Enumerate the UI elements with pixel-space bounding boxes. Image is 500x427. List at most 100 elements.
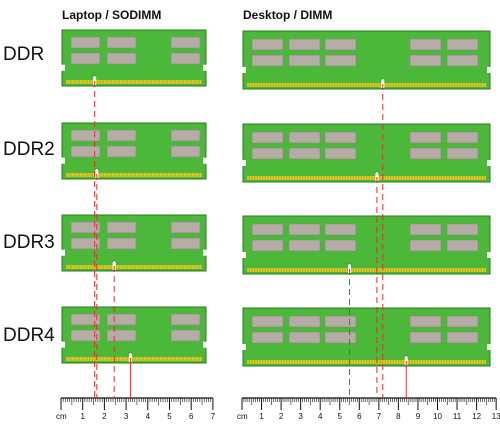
desktop-chip-ddr3-0-1 bbox=[251, 239, 284, 252]
desktop-contact-pins-ddr2 bbox=[247, 176, 486, 180]
desktop-ruler-tick-label-7: 7 bbox=[377, 412, 382, 421]
desktop-chip-ddr4-4-0 bbox=[446, 315, 479, 328]
row-label-ddr2: DDR2 bbox=[3, 139, 55, 160]
desktop-side-notch-right-ddr4 bbox=[487, 343, 491, 350]
desktop-ruler-tick-label-5: 5 bbox=[338, 412, 343, 421]
desktop-module-ddr3 bbox=[242, 215, 491, 275]
laptop-side-notch-right-ddr3 bbox=[203, 249, 207, 256]
laptop-module-ddr2 bbox=[61, 122, 207, 180]
laptop-ruler-tick-label-5: 5 bbox=[167, 412, 172, 421]
laptop-module-ddr bbox=[61, 29, 207, 87]
desktop-chip-ddr-3-1 bbox=[409, 54, 442, 67]
desktop-chip-ddr4-3-0 bbox=[409, 315, 442, 328]
desktop-chip-ddr2-1-0 bbox=[288, 131, 321, 144]
row-label-ddr4: DDR4 bbox=[3, 325, 55, 346]
desktop-chip-ddr3-3-1 bbox=[409, 239, 442, 252]
desktop-chip-ddr-0-1 bbox=[251, 54, 284, 67]
laptop-header: Laptop / SODIMM bbox=[62, 8, 161, 22]
laptop-chip-ddr4-2-1 bbox=[170, 329, 201, 342]
desktop-ruler-tick-label-8: 8 bbox=[396, 412, 401, 421]
laptop-chip-ddr4-1-0 bbox=[106, 313, 137, 326]
desktop-chip-ddr2-2-1 bbox=[324, 147, 357, 160]
row-label-ddr: DDR bbox=[3, 44, 44, 65]
laptop-side-notch-right-ddr bbox=[203, 64, 207, 71]
laptop-side-notch-left-ddr2 bbox=[61, 157, 65, 164]
laptop-ruler-tick-label-2: 2 bbox=[102, 412, 107, 421]
desktop-chip-ddr-4-1 bbox=[446, 54, 479, 67]
laptop-ruler-tick-label-1: 1 bbox=[80, 412, 85, 421]
desktop-module-ddr4 bbox=[242, 307, 491, 367]
desktop-chip-ddr2-0-1 bbox=[251, 147, 284, 160]
laptop-chip-ddr3-2-1 bbox=[170, 237, 201, 250]
desktop-ruler-tick-label-4: 4 bbox=[318, 412, 323, 421]
modules-layer bbox=[61, 29, 491, 367]
desktop-chip-ddr4-4-1 bbox=[446, 331, 479, 344]
laptop-ruler-unit: cm bbox=[56, 412, 67, 421]
laptop-ruler: 1 2 3 4 5 6 7 bbox=[60, 397, 216, 421]
desktop-ruler-tick-label-6: 6 bbox=[357, 412, 362, 421]
laptop-chip-ddr-0-0 bbox=[70, 36, 101, 49]
laptop-chip-ddr-1-1 bbox=[106, 52, 137, 65]
desktop-chip-ddr2-1-1 bbox=[288, 147, 321, 160]
laptop-ruler-tick-label-7: 7 bbox=[211, 412, 216, 421]
desktop-contact-pins-ddr4 bbox=[247, 360, 486, 364]
laptop-chip-ddr2-0-1 bbox=[70, 145, 101, 158]
laptop-chip-ddr3-2-0 bbox=[170, 221, 201, 234]
laptop-module-ddr3 bbox=[61, 214, 207, 272]
desktop-chip-ddr-4-0 bbox=[446, 38, 479, 51]
desktop-chip-ddr-1-1 bbox=[288, 54, 321, 67]
desktop-chip-ddr2-4-0 bbox=[446, 131, 479, 144]
desktop-chip-ddr3-2-0 bbox=[324, 223, 357, 236]
desktop-ruler-tick-label-11: 11 bbox=[453, 412, 462, 421]
desktop-ruler-tick-label-13: 13 bbox=[492, 412, 500, 421]
desktop-chip-ddr4-2-1 bbox=[324, 331, 357, 344]
row-label-ddr3: DDR3 bbox=[3, 232, 55, 253]
desktop-chip-ddr4-0-0 bbox=[251, 315, 284, 328]
laptop-side-notch-left-ddr4 bbox=[61, 341, 65, 348]
guide-lines-layer bbox=[94, 81, 407, 398]
desktop-chip-ddr4-1-0 bbox=[288, 315, 321, 328]
desktop-chip-ddr4-2-0 bbox=[324, 315, 357, 328]
laptop-chip-ddr3-0-0 bbox=[70, 221, 101, 234]
laptop-ruler-tick-label-6: 6 bbox=[189, 412, 194, 421]
desktop-ruler-tick-label-3: 3 bbox=[298, 412, 303, 421]
labels-layer: Laptop / SODIMM Desktop / DIMM DDR DDR2 … bbox=[3, 8, 332, 421]
desktop-chip-ddr3-4-0 bbox=[446, 223, 479, 236]
laptop-chip-ddr-0-1 bbox=[70, 52, 101, 65]
laptop-ruler-tick-label-4: 4 bbox=[146, 412, 151, 421]
laptop-side-notch-right-ddr4 bbox=[203, 341, 207, 348]
desktop-chip-ddr2-0-0 bbox=[251, 131, 284, 144]
laptop-chip-ddr4-0-0 bbox=[70, 313, 101, 326]
desktop-chip-ddr3-1-1 bbox=[288, 239, 321, 252]
laptop-chip-ddr4-1-1 bbox=[106, 329, 137, 342]
desktop-ruler-tick-label-10: 10 bbox=[433, 412, 442, 421]
desktop-chip-ddr3-4-1 bbox=[446, 239, 479, 252]
laptop-side-notch-left-ddr bbox=[61, 64, 65, 71]
laptop-chip-ddr2-0-0 bbox=[70, 129, 101, 142]
desktop-chip-ddr3-1-0 bbox=[288, 223, 321, 236]
laptop-module-ddr4 bbox=[61, 306, 207, 364]
desktop-side-notch-right-ddr2 bbox=[487, 159, 491, 166]
laptop-ruler-tick-label-3: 3 bbox=[124, 412, 129, 421]
laptop-chip-ddr4-2-0 bbox=[170, 313, 201, 326]
desktop-side-notch-left-ddr3 bbox=[242, 251, 246, 258]
desktop-ruler-unit: cm bbox=[237, 412, 248, 421]
desktop-chip-ddr4-0-1 bbox=[251, 331, 284, 344]
desktop-contact-pins-ddr3 bbox=[247, 268, 486, 272]
desktop-chip-ddr-0-0 bbox=[251, 38, 284, 51]
desktop-chip-ddr3-3-0 bbox=[409, 223, 442, 236]
desktop-side-notch-left-ddr4 bbox=[242, 343, 246, 350]
desktop-chip-ddr4-3-1 bbox=[409, 331, 442, 344]
laptop-contact-pins-ddr2 bbox=[66, 173, 202, 177]
laptop-chip-ddr3-0-1 bbox=[70, 237, 101, 250]
desktop-chip-ddr2-2-0 bbox=[324, 131, 357, 144]
laptop-chip-ddr3-1-1 bbox=[106, 237, 137, 250]
laptop-chip-ddr2-1-0 bbox=[106, 129, 137, 142]
desktop-ruler-tick-label-9: 9 bbox=[416, 412, 421, 421]
laptop-chip-ddr2-2-1 bbox=[170, 145, 201, 158]
desktop-chip-ddr2-3-1 bbox=[409, 147, 442, 160]
desktop-chip-ddr4-1-1 bbox=[288, 331, 321, 344]
desktop-chip-ddr-3-0 bbox=[409, 38, 442, 51]
